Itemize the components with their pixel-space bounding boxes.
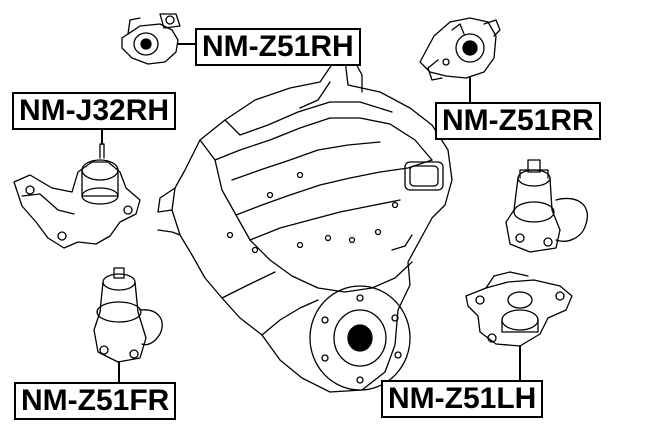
part-right-mount-drawing [505,159,588,253]
engine-block-drawing [157,59,453,393]
part-z51lh-drawing [465,271,573,381]
part-z51fr-drawing [93,267,163,385]
part-label-z51rr: NM-Z51RR [435,102,601,140]
part-label-z51rh: NM-Z51RH [195,28,361,66]
part-label-j32rh: NM-J32RH [12,92,177,130]
part-j32rh-drawing [13,123,141,249]
part-label-z51fr: NM-Z51FR [14,382,177,420]
part-z51rh-drawing [121,13,197,65]
part-z51rr-drawing [419,17,501,103]
part-label-z51lh: NM-Z51LH [381,380,544,418]
